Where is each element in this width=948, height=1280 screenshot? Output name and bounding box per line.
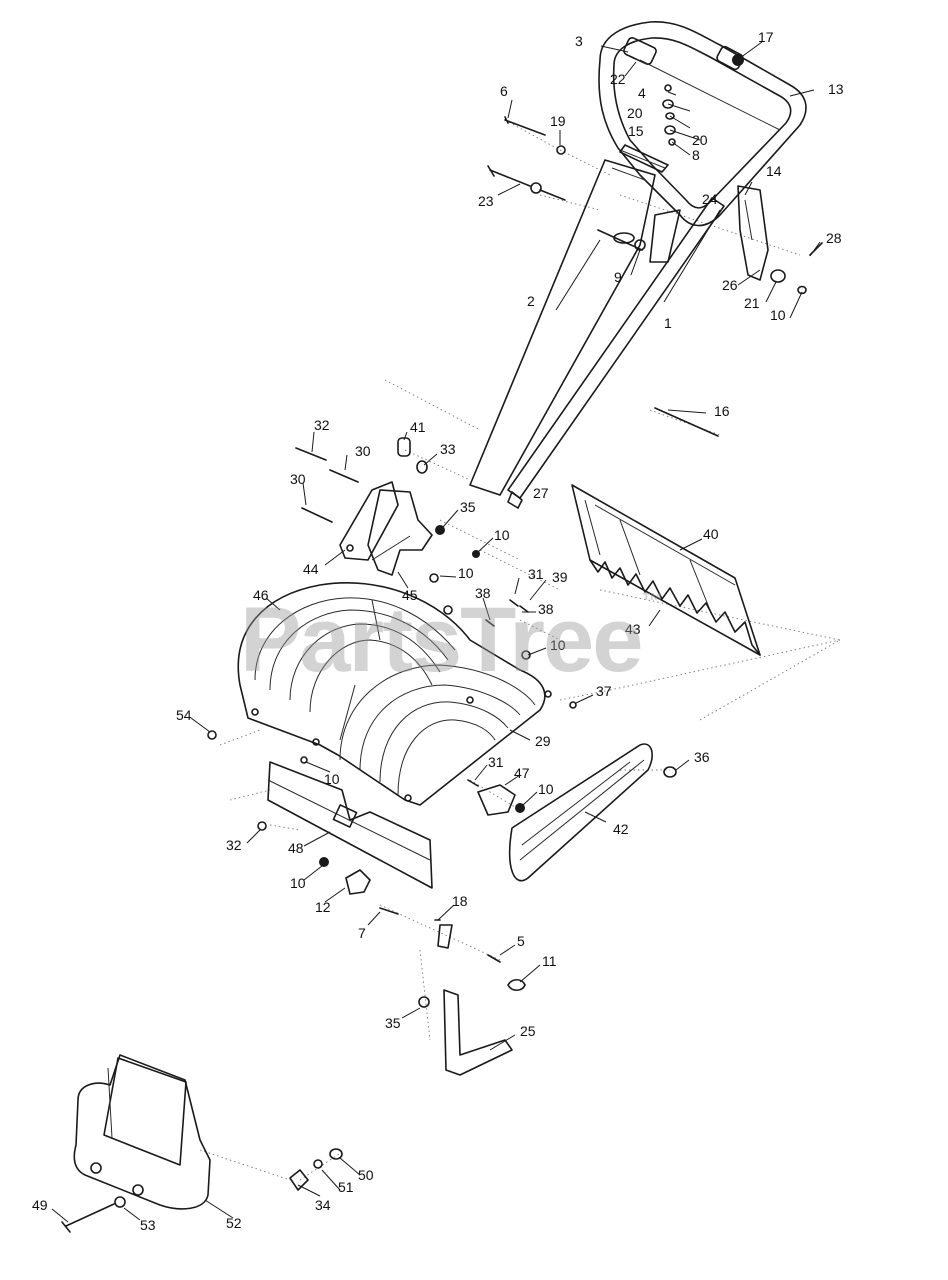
callout-10-a: 10 xyxy=(770,307,786,323)
callout-20-a: 20 xyxy=(627,105,643,121)
callout-24: 24 xyxy=(702,191,718,207)
part-flap-48 xyxy=(257,756,433,895)
callout-30-b: 30 xyxy=(290,471,306,487)
callout-44: 44 xyxy=(303,561,319,577)
callout-14: 14 xyxy=(766,163,782,179)
callout-38-a: 38 xyxy=(475,585,491,601)
part-brackets-44-45 xyxy=(295,437,480,615)
part-tine-shield xyxy=(571,484,761,656)
callout-11: 11 xyxy=(542,953,557,969)
callout-33: 33 xyxy=(440,441,456,457)
callout-54: 54 xyxy=(176,707,192,723)
callout-38-b: 38 xyxy=(538,601,554,617)
part-handlebar xyxy=(598,21,807,227)
callout-1: 1 xyxy=(664,315,672,331)
callout-37: 37 xyxy=(596,683,612,699)
callout-47: 47 xyxy=(514,765,530,781)
callout-3: 3 xyxy=(575,33,583,49)
callout-34: 34 xyxy=(315,1197,331,1213)
callout-51: 51 xyxy=(338,1179,354,1195)
callout-30-a: 30 xyxy=(355,443,371,459)
callout-13: 13 xyxy=(828,81,844,97)
callout-8: 8 xyxy=(692,147,700,163)
callout-19: 19 xyxy=(550,113,566,129)
callout-26: 26 xyxy=(722,277,738,293)
callout-28: 28 xyxy=(826,230,842,246)
callout-leaders xyxy=(51,41,821,1223)
callout-45: 45 xyxy=(402,587,418,603)
callout-32-b: 32 xyxy=(226,837,242,853)
callout-31-b: 31 xyxy=(488,754,504,770)
callout-41: 41 xyxy=(410,419,426,435)
callout-43: 43 xyxy=(625,621,641,637)
callout-50: 50 xyxy=(358,1167,374,1183)
callout-25: 25 xyxy=(520,1023,536,1039)
callout-10-f: 10 xyxy=(538,781,554,797)
callout-4: 4 xyxy=(638,85,646,101)
part-fender xyxy=(207,581,577,806)
callout-15: 15 xyxy=(628,123,644,139)
part-top-hardware xyxy=(487,54,744,437)
callout-40: 40 xyxy=(703,526,719,542)
callout-16: 16 xyxy=(714,403,730,419)
part-depth-bar xyxy=(379,907,526,1076)
callout-32-a: 32 xyxy=(314,417,330,433)
callout-22: 22 xyxy=(610,71,626,87)
part-front-weight xyxy=(61,1054,343,1233)
callout-52: 52 xyxy=(226,1215,242,1231)
callout-21: 21 xyxy=(744,295,760,311)
part-handle-tubes xyxy=(469,159,725,509)
callout-6: 6 xyxy=(500,83,508,99)
callout-48: 48 xyxy=(288,840,304,856)
callout-46: 46 xyxy=(253,587,269,603)
callout-35-b: 35 xyxy=(385,1015,401,1031)
callout-42: 42 xyxy=(613,821,629,837)
callout-12: 12 xyxy=(315,899,331,915)
callout-10-b: 10 xyxy=(494,527,510,543)
callout-labels: 1 2 3 4 5 6 7 8 9 10 10 10 10 10 10 10 1… xyxy=(32,29,844,1233)
callout-27: 27 xyxy=(533,485,549,501)
callout-35-a: 35 xyxy=(460,499,476,515)
callout-10-e: 10 xyxy=(324,771,340,787)
callout-23: 23 xyxy=(478,193,494,209)
callout-2: 2 xyxy=(527,293,535,309)
callout-18: 18 xyxy=(452,893,468,909)
callout-31-a: 31 xyxy=(528,566,544,582)
callout-53: 53 xyxy=(140,1217,156,1233)
callout-5: 5 xyxy=(517,933,525,949)
callout-49: 49 xyxy=(32,1197,48,1213)
callout-17: 17 xyxy=(758,29,774,45)
callout-29: 29 xyxy=(535,733,551,749)
callout-10-g: 10 xyxy=(290,875,306,891)
assembly-lines xyxy=(199,119,841,1181)
part-bracket-14 xyxy=(737,185,823,295)
callout-36: 36 xyxy=(694,749,710,765)
callout-20-b: 20 xyxy=(692,132,708,148)
callout-10-c: 10 xyxy=(458,565,474,581)
callout-10-d: 10 xyxy=(550,637,566,653)
callout-9: 9 xyxy=(614,269,622,285)
callout-39: 39 xyxy=(552,569,568,585)
callout-7: 7 xyxy=(358,925,366,941)
